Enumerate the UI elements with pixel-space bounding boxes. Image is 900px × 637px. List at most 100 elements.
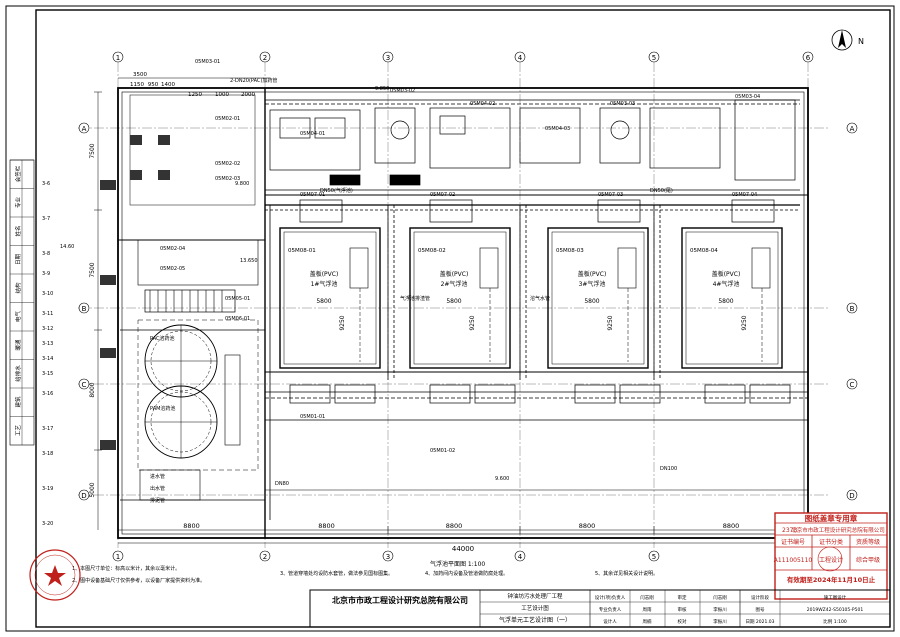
elevation-mark: 9.850	[375, 86, 389, 92]
column-dimension: 8800	[446, 522, 463, 530]
grid-col-label-bottom: 4	[518, 553, 523, 561]
seal-level: 综合甲级	[856, 556, 880, 564]
title-row-sign: 周楠	[643, 618, 652, 625]
elevation-mark: 9.600	[495, 476, 509, 482]
north-label: N	[858, 37, 864, 46]
column-dimension: 8800	[723, 522, 740, 530]
check-row-sign: 李振川	[713, 618, 727, 625]
equipment-tag: 05M01-02	[430, 448, 455, 454]
tank-name: 4#气浮池	[713, 280, 740, 288]
room-label: 3-19	[42, 486, 53, 492]
pipe-label: DN50(尾)	[650, 188, 673, 194]
grid-row-label: C	[82, 381, 87, 389]
top-dimension: 1150	[130, 82, 144, 88]
strip-label: 专业	[14, 197, 22, 209]
equipment-tag: 05M02-05	[160, 266, 185, 272]
equipment-tag: 05M07-03	[598, 192, 623, 198]
drawing-title: 气浮单元工艺设计图（一）	[499, 616, 571, 624]
equipment-label: 出水管	[150, 485, 165, 492]
grid-col-label: 2	[263, 54, 267, 62]
total-dimension: 44000	[452, 545, 474, 553]
number-value: 2019WZ42-S50105-P501	[807, 607, 864, 613]
row-dimension: 7500	[89, 143, 96, 158]
seal-title: 图纸盖章专用章	[805, 513, 858, 523]
date-label: 日期 2021.03	[745, 619, 774, 625]
tank-width-dim: 5800	[316, 298, 331, 305]
dosing-equipment	[269, 99, 796, 186]
title-row-label: 设计人	[603, 618, 617, 625]
pipe-label: 溶气水管	[530, 295, 550, 302]
tank-width-dim: 5800	[718, 298, 733, 305]
tank-tag: 05M08-04	[690, 248, 718, 254]
strip-label: 结构	[14, 282, 22, 294]
elevation-mark: 13.650	[240, 258, 258, 264]
stage-label: 设计阶段	[751, 594, 769, 601]
pipe-label: DN100	[660, 466, 677, 472]
equipment-tag: 05M04-01	[300, 131, 325, 137]
room-label: 3-7	[42, 216, 50, 222]
tank-name: 2#气浮池	[441, 280, 468, 288]
title-row-label: 专业负责人	[599, 606, 622, 613]
equipment-tag: 05M03-01	[195, 59, 220, 65]
pipe-label: 气浮池排渣管	[400, 295, 430, 302]
grid-row-label-right: A	[850, 125, 855, 133]
seal-grade-label: 证书分类	[819, 538, 843, 546]
grid-col-label-bottom: 3	[386, 553, 390, 561]
title-row-sign: 闫志刚	[640, 594, 654, 601]
tank-length-dim: 9250	[607, 315, 614, 330]
strip-label: 会签栏	[14, 165, 22, 182]
elevation-mark: 14.60	[60, 244, 74, 250]
tank-width-dim: 5800	[584, 298, 599, 305]
grid-col-label-bottom: 1	[116, 553, 120, 561]
dissolved-air-pumps	[299, 199, 775, 223]
grid-col-label: 4	[518, 54, 523, 62]
check-row-label: 审定	[678, 594, 687, 601]
note-line: 5、其余详见相关设计说明。	[595, 570, 658, 577]
tank-length-dim: 9250	[469, 315, 476, 330]
seal-no: A111005110	[774, 557, 813, 564]
pipe-label: 2-DN20(PAC)加药管	[230, 77, 277, 84]
room-label: 3-20	[42, 521, 53, 527]
elevation-mark: 9.800	[235, 181, 249, 187]
seal-level-label: 资质等级	[856, 538, 880, 546]
grid-row-label: D	[81, 492, 86, 500]
equipment-tag: 05M04-03	[545, 126, 570, 132]
grid-row-label-right: D	[849, 492, 854, 500]
top-dimension: 950	[148, 82, 159, 88]
equipment-label: 进水管	[150, 473, 165, 480]
check-row-label: 校对	[678, 618, 687, 625]
check-row-sign: 闫志刚	[713, 594, 727, 601]
room-label: 3-13	[42, 341, 53, 347]
strip-label: 建筑	[14, 396, 22, 408]
room-label: 3-8	[42, 251, 50, 257]
tank-tag: 05M08-03	[556, 248, 584, 254]
top-dimension: 1250	[188, 92, 202, 98]
grid-row-label: A	[82, 125, 87, 133]
scale-label: 比例 1:100	[823, 618, 847, 625]
grid-col-label: 1	[116, 54, 120, 62]
room-label: 3-18	[42, 451, 53, 457]
room-label: 3-6	[42, 181, 50, 187]
room-label: 3-15	[42, 371, 53, 377]
equipment-tag: 05M04-02	[470, 101, 495, 107]
equipment-tag: 05M02-03	[215, 176, 240, 182]
equipment-tag: 05M07-04	[732, 192, 757, 198]
tank-material: 盖板(PVC)	[578, 270, 607, 278]
sub-project: 工艺设计图	[521, 604, 549, 612]
note-line: 4、加药间内设备及管道做防腐处理。	[425, 570, 508, 577]
dosing-room	[137, 239, 259, 501]
tank-name: 3#气浮池	[579, 280, 606, 288]
equipment-label: 排泥管	[150, 497, 165, 504]
design-notes: 1、本图尺寸单位：标高以米计，其余以毫米计。2、图中设备基础尺寸仅供参考，以设备…	[72, 565, 658, 584]
equipment-tag: 05M02-02	[215, 161, 240, 167]
strip-label: 工艺	[15, 425, 22, 437]
row-dimension: 8000	[89, 382, 96, 397]
top-dimension: 3500	[133, 72, 147, 78]
grid-col-label: 6	[806, 54, 811, 62]
room-label: 3-11	[42, 311, 53, 317]
seal-valid-date: 有效期至2024年11月10日止	[787, 575, 876, 584]
